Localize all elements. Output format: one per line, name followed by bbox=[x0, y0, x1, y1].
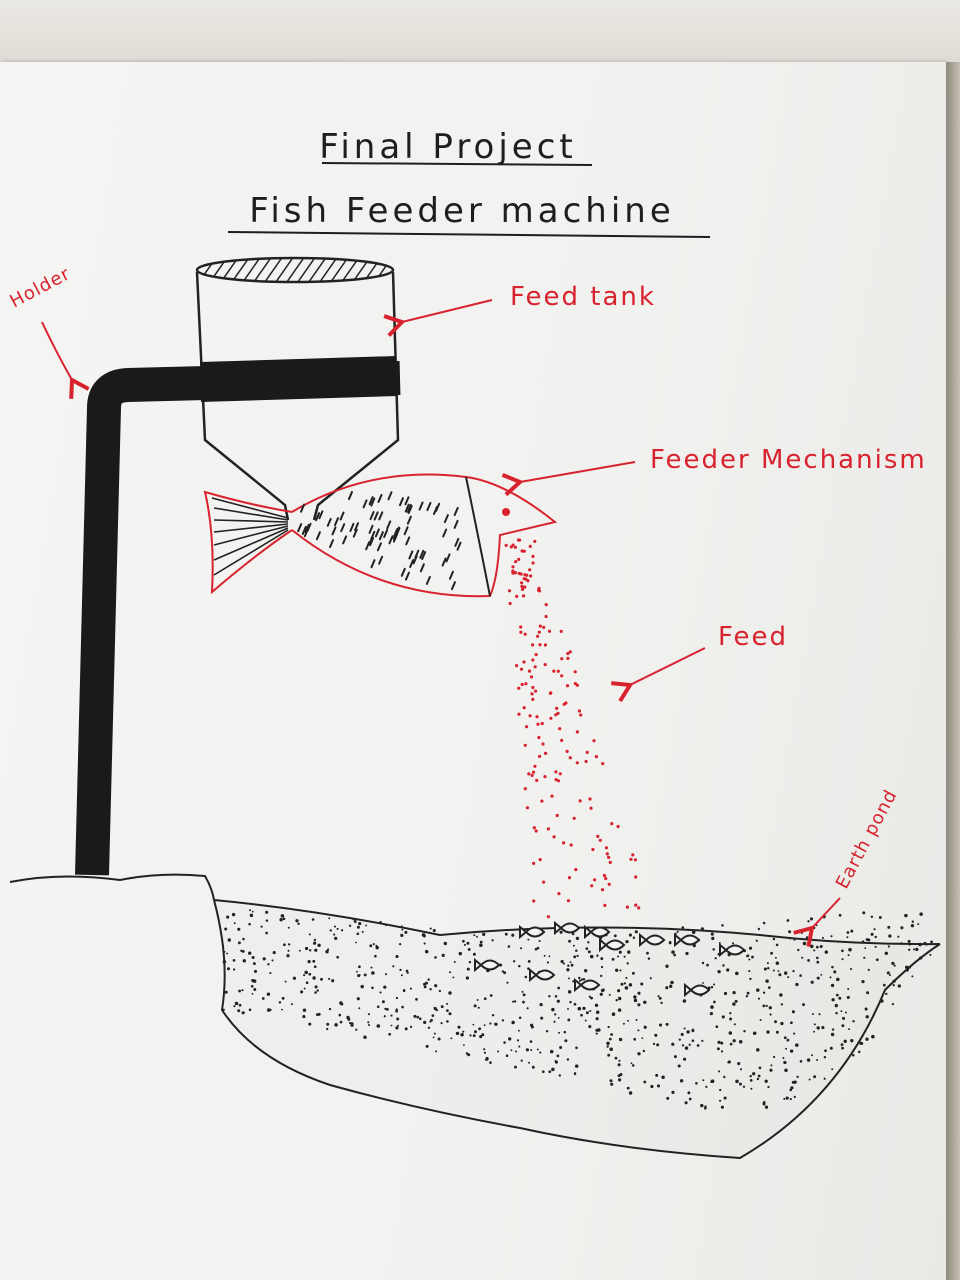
pond-outline bbox=[213, 899, 941, 1160]
tank-lid bbox=[195, 256, 395, 284]
arrow-feed-tank bbox=[383, 299, 493, 337]
pond-water-dots bbox=[222, 909, 933, 1110]
tank-band bbox=[200, 356, 397, 402]
label-earth-pond-group: Earth pond bbox=[793, 786, 902, 947]
label-earth-pond: Earth pond bbox=[832, 786, 902, 892]
label-feed-group: Feed bbox=[611, 622, 788, 703]
feed-tank bbox=[195, 256, 400, 521]
arrow-holder bbox=[41, 321, 90, 399]
subtitle-underline bbox=[227, 231, 711, 238]
label-feeder-mechanism: Feeder Mechanism bbox=[650, 445, 927, 475]
paper-sheet bbox=[0, 62, 946, 1280]
label-feed-tank-group: Feed tank bbox=[383, 282, 656, 337]
holder-stand bbox=[75, 361, 401, 876]
page-subtitle: Fish Feeder machine bbox=[249, 191, 675, 231]
page-title: Final Project bbox=[319, 127, 577, 167]
label-holder-group: Holder bbox=[6, 263, 90, 399]
fish-eye bbox=[502, 508, 510, 516]
arrow-feed bbox=[611, 647, 706, 703]
fish-scales bbox=[297, 491, 462, 591]
label-holder: Holder bbox=[6, 263, 74, 312]
label-feeder-mechanism-group: Feeder Mechanism bbox=[501, 445, 927, 497]
arrow-feeder-mechanism bbox=[501, 461, 636, 497]
label-feed-tank: Feed tank bbox=[510, 282, 656, 312]
feeder-mechanism-fish bbox=[203, 473, 558, 598]
ground-line bbox=[9, 873, 215, 901]
earth-pond bbox=[9, 873, 941, 1160]
arrow-earth-pond bbox=[793, 897, 841, 947]
notepad-back-page bbox=[0, 0, 960, 66]
title-underline bbox=[321, 162, 593, 166]
notepad-edge bbox=[946, 62, 960, 1280]
pond-fish-group bbox=[474, 920, 746, 998]
label-feed: Feed bbox=[718, 622, 788, 652]
tail-fin-lines bbox=[211, 497, 289, 576]
feed-pellets bbox=[504, 538, 641, 919]
